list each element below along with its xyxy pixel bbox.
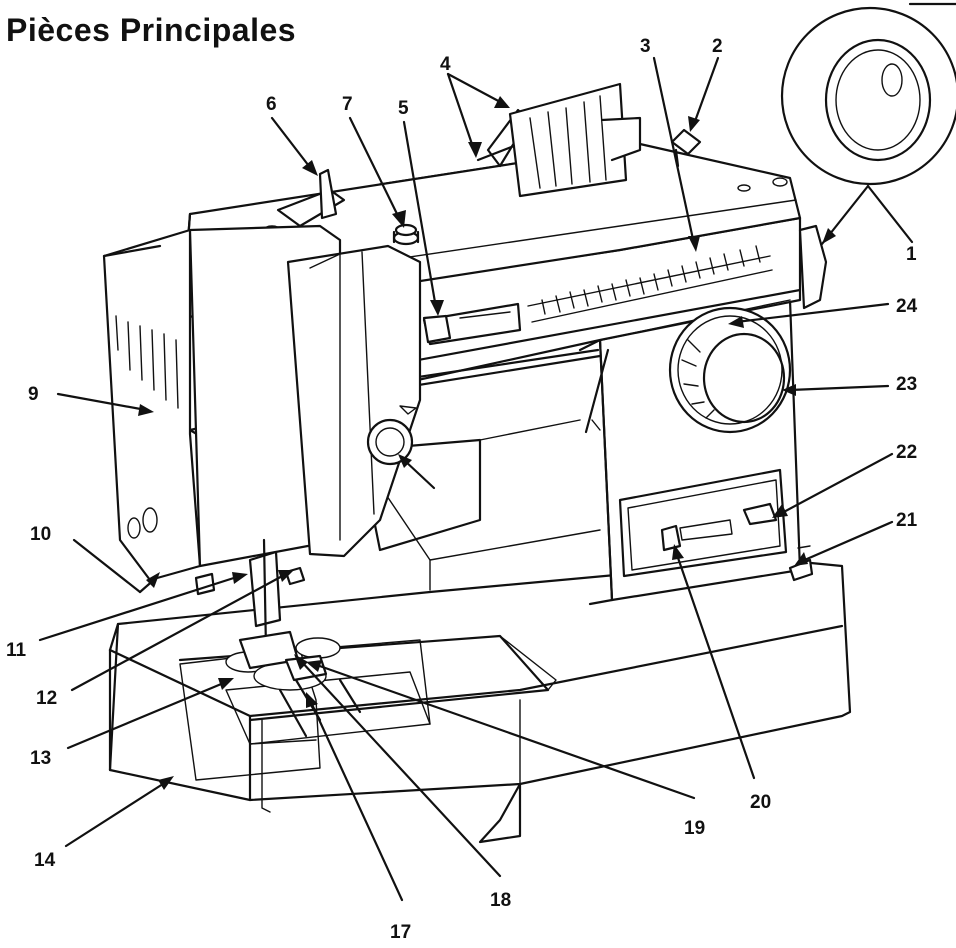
label-22: 22 bbox=[896, 442, 917, 463]
label-18: 18 bbox=[490, 890, 511, 911]
light-bulb-inset bbox=[780, 2, 956, 186]
thread-guide bbox=[276, 168, 346, 228]
bobbin-winder bbox=[392, 223, 420, 246]
hand-wheel bbox=[668, 306, 792, 434]
label-2: 2 bbox=[712, 36, 723, 57]
label-17: 17 bbox=[390, 922, 411, 943]
label-11: 11 bbox=[6, 640, 27, 661]
diagram-title: Pièces Principales bbox=[6, 12, 297, 48]
label-14: 14 bbox=[34, 850, 56, 871]
leader-lines bbox=[38, 56, 914, 902]
label-5: 5 bbox=[398, 98, 409, 119]
face-plate bbox=[286, 244, 422, 558]
label-21: 21 bbox=[896, 510, 918, 531]
label-7: 7 bbox=[342, 94, 353, 115]
label-23: 23 bbox=[896, 374, 917, 395]
label-19: 19 bbox=[684, 818, 705, 839]
label-20: 20 bbox=[750, 792, 771, 813]
stitch-levers bbox=[660, 502, 778, 552]
stitch-chart bbox=[527, 245, 773, 323]
part-labels: 1 2 3 4 5 6 7 9 10 11 12 13 14 17 18 19 … bbox=[6, 36, 918, 943]
label-1: 1 bbox=[906, 244, 917, 265]
spool bbox=[476, 82, 642, 198]
label-12: 12 bbox=[36, 688, 57, 709]
machine-base bbox=[108, 558, 852, 844]
label-4: 4 bbox=[440, 54, 451, 75]
label-3: 3 bbox=[640, 36, 651, 57]
label-24: 24 bbox=[896, 296, 918, 317]
label-9: 9 bbox=[28, 384, 39, 405]
stitch-selector bbox=[422, 302, 522, 346]
label-6: 6 bbox=[266, 94, 277, 115]
side-handwheel bbox=[798, 224, 828, 310]
label-10: 10 bbox=[30, 524, 51, 545]
label-13: 13 bbox=[30, 748, 51, 769]
